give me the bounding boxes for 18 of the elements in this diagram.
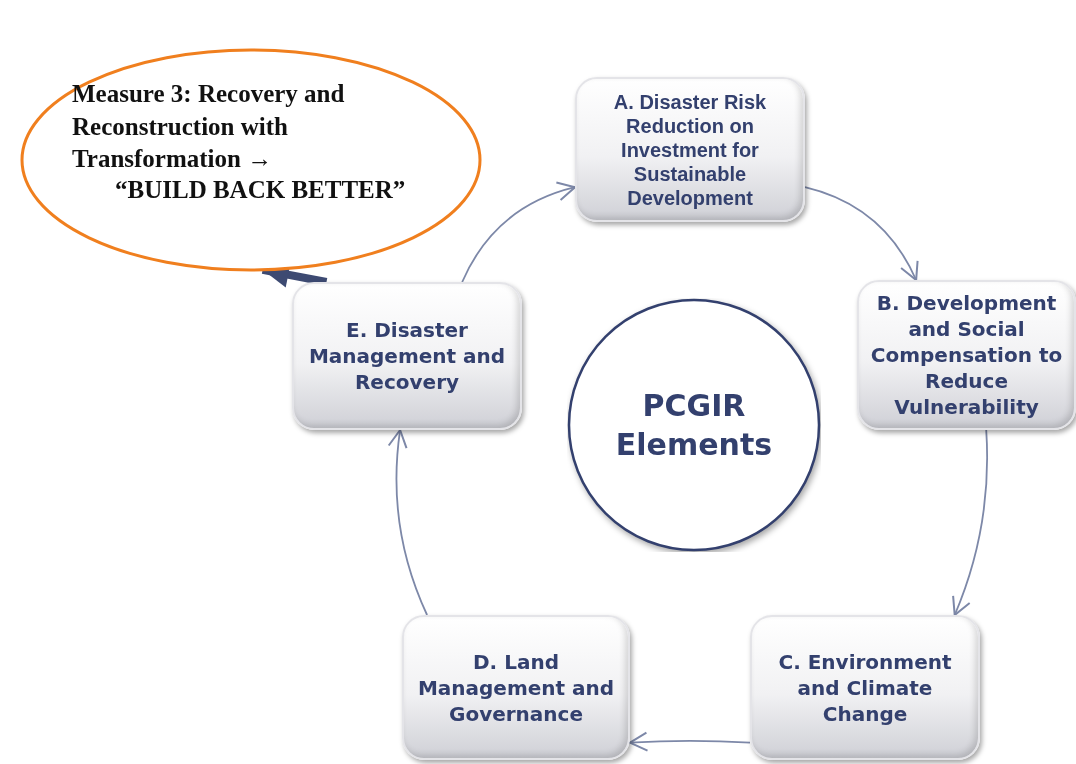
- measure-title: Measure 3: Recovery and Reconstruction with Transformation →: [72, 79, 346, 174]
- box-label: C. Environment and Climate Change: [777, 648, 953, 727]
- arrow: [461, 182, 576, 283]
- element-box: [402, 615, 630, 760]
- slogan-text: “BUILD BACK BETTER”: [115, 176, 406, 204]
- center-label: PCGIR Elements: [614, 387, 774, 464]
- box-label: A. Disaster Risk Reduction on Investment for Sustainable Development: [612, 89, 768, 210]
- element-box: [292, 282, 522, 430]
- box-label: D. Land Management and Governance: [416, 648, 616, 727]
- box-label: E. Disaster Management and Recovery: [307, 317, 507, 395]
- box-label: B. Development and Social Compensation to Reduce Vulnerability: [869, 290, 1064, 420]
- element-box: [750, 615, 980, 760]
- arrow: [388, 429, 428, 616]
- arrow: [951, 429, 989, 616]
- arrow: [804, 186, 918, 281]
- element-box: [857, 280, 1076, 430]
- arrow: [629, 731, 751, 752]
- element-box: [575, 77, 805, 222]
